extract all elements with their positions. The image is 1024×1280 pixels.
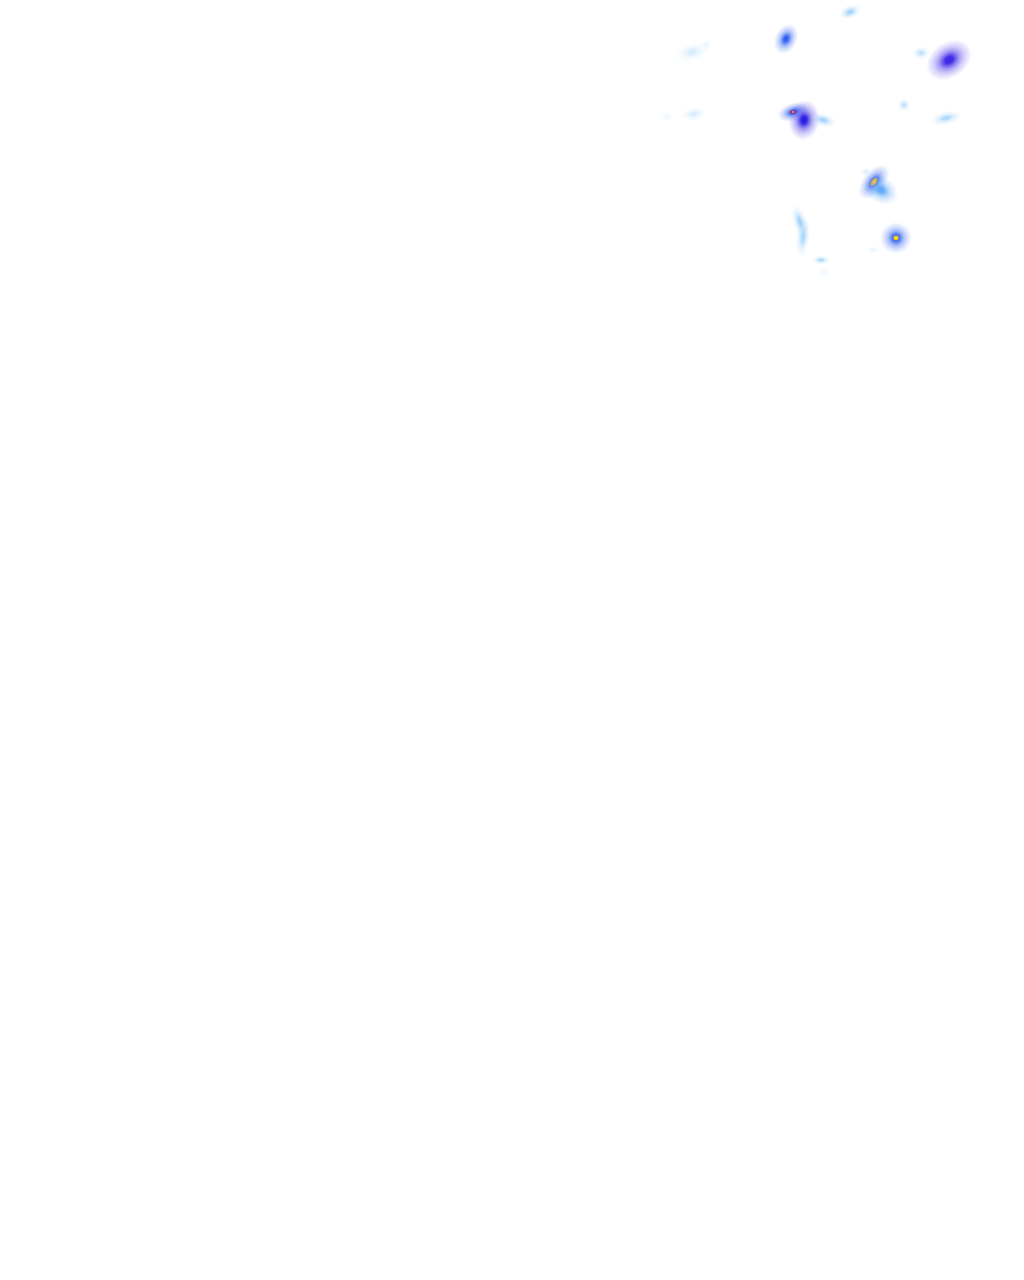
- echo-cell: [897, 98, 911, 112]
- echo-cell-group: [660, 4, 972, 278]
- echo-body: [796, 111, 812, 129]
- echo-cell: [817, 268, 831, 278]
- echo-cell: [773, 23, 799, 55]
- echo-cell: [680, 106, 708, 122]
- echo-body: [817, 116, 829, 124]
- echo-core-peak: [894, 237, 898, 239]
- echo-cell: [926, 39, 972, 81]
- echo-cell: [660, 112, 674, 122]
- echo-cell: [864, 175, 898, 205]
- echo-body: [845, 8, 855, 16]
- echo-body: [817, 258, 825, 262]
- echo-cell: [866, 245, 880, 255]
- echo-body: [873, 183, 889, 197]
- echo-cell: [839, 4, 861, 20]
- echo-body: [870, 248, 876, 252]
- echo-body: [684, 47, 700, 57]
- echo-cell: [788, 99, 820, 141]
- echo-cell: [912, 46, 930, 60]
- echo-body: [664, 115, 670, 119]
- echo-body: [938, 50, 960, 70]
- echo-body: [688, 110, 700, 118]
- echo-cell: [795, 216, 811, 258]
- echo-body: [901, 102, 907, 108]
- echo-body: [780, 32, 792, 46]
- echo-body: [821, 271, 827, 275]
- echo-cell: [859, 167, 873, 177]
- echo-cell: [880, 222, 912, 254]
- echo-cell: [699, 40, 713, 50]
- echo-body: [917, 50, 925, 56]
- echo-cell: [809, 112, 837, 128]
- echo-cell: [812, 255, 830, 265]
- echo-body: [703, 43, 709, 47]
- echo-body: [799, 228, 807, 246]
- echo-body: [939, 114, 953, 122]
- echo-cell: [930, 110, 962, 126]
- echo-body: [863, 170, 869, 174]
